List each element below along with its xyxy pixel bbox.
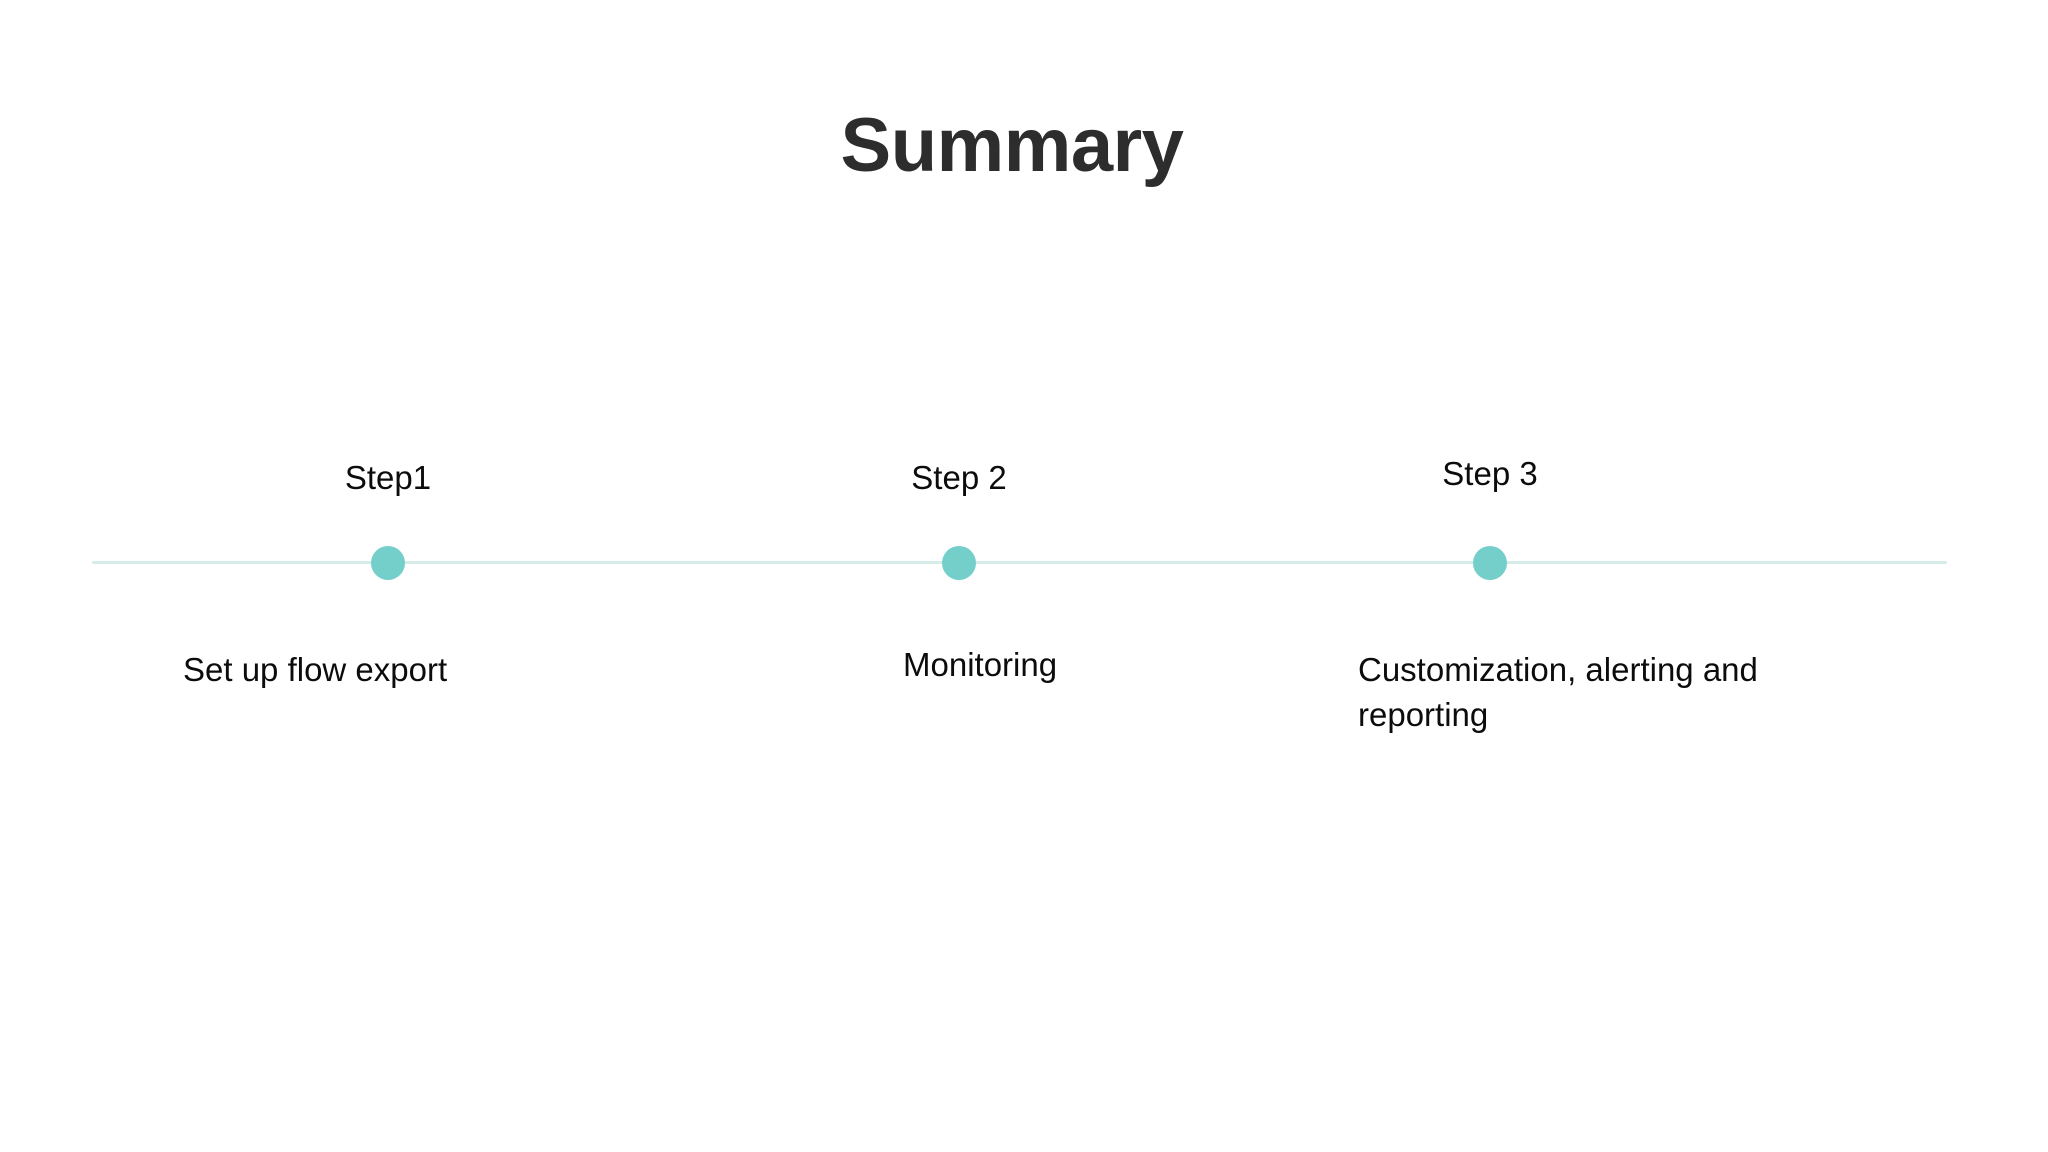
timeline-step-3-label: Step 3 [1442, 455, 1538, 492]
timeline-step-3-dot-icon[interactable] [1473, 546, 1507, 580]
timeline-step-2-description: Monitoring [903, 646, 1058, 683]
timeline-step-1-dot-icon[interactable] [371, 546, 405, 580]
timeline-step-1-label: Step1 [344, 459, 432, 496]
timeline-step-3-description: Customization, alerting and reporting [1358, 651, 1758, 733]
timeline-step-2-label: Step 2 [911, 459, 1007, 496]
timeline-step-2-dot-icon[interactable] [942, 546, 976, 580]
timeline-axis-line [92, 561, 1947, 564]
page-title: Summary [840, 103, 1184, 188]
timeline-step-1-description: Set up flow export [183, 651, 448, 688]
